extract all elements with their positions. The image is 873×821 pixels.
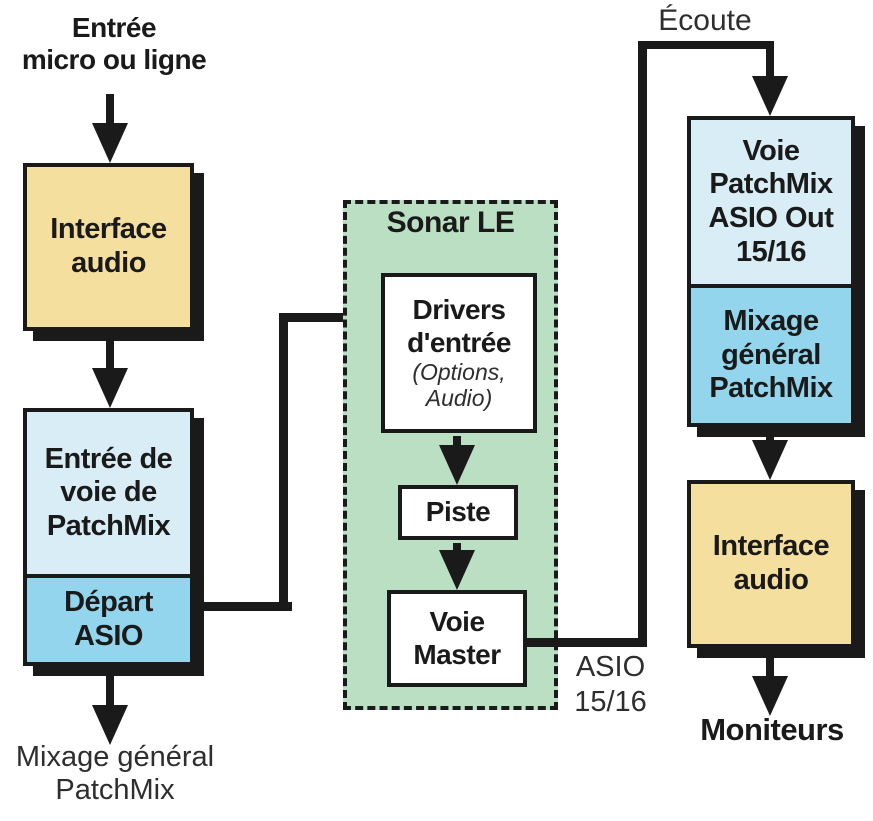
connector-ecoute-horizontal xyxy=(638,41,774,49)
arrow-stem xyxy=(106,336,114,372)
entree-voie-line1: Entrée de xyxy=(44,442,173,475)
arrow-head-down-icon xyxy=(92,368,128,408)
arrow-stem xyxy=(766,652,774,680)
arrow-interface-to-moniteurs xyxy=(752,652,788,716)
voie-out-line2: PatchMix xyxy=(709,168,833,201)
interface-audio-left-line1: Interface xyxy=(50,213,167,246)
connector-depart-into-sonar xyxy=(279,313,349,322)
drivers-note-line2: Audio) xyxy=(425,385,493,412)
arrow-depart-to-mixage xyxy=(92,672,128,745)
arrow-stem xyxy=(453,543,461,554)
interface-audio-left-line2: audio xyxy=(71,247,146,279)
arrow-head-down-icon xyxy=(752,440,788,480)
mixage-right-line2: général xyxy=(721,338,821,371)
input-source-line2: micro ou ligne xyxy=(21,43,207,75)
asio-line2: 15/16 xyxy=(574,686,647,719)
arrow-interface-to-entree xyxy=(92,336,128,408)
voie-master-line1: Voie xyxy=(429,606,485,638)
voie-master-line2: Master xyxy=(413,638,501,670)
arrow-piste-to-master xyxy=(439,543,475,590)
interface-audio-box-left: Interface audio xyxy=(23,163,194,331)
arrow-input-to-interface xyxy=(92,94,128,163)
patchmix-out-box: Voie PatchMix ASIO Out 15/16 Mixage géné… xyxy=(687,116,855,427)
depart-asio-section: Départ ASIO xyxy=(27,574,190,662)
mixage-general-patchmix-section: Mixage général PatchMix xyxy=(691,284,851,423)
arrow-mixage-to-interface xyxy=(752,430,788,480)
arrow-head-down-icon xyxy=(752,76,788,116)
drivers-line1: Drivers xyxy=(412,294,506,326)
mixage-general-output-label: Mixage général PatchMix xyxy=(0,741,230,807)
ecoute-label: Écoute xyxy=(658,4,752,37)
arrow-head-down-icon xyxy=(439,550,475,590)
connector-master-horizontal xyxy=(527,638,647,647)
arrow-stem xyxy=(766,430,774,444)
mixage-right-line1: Mixage xyxy=(723,305,819,338)
interface-audio-right-line2: audio xyxy=(733,564,809,596)
entree-voie-line3: PatchMix xyxy=(46,509,171,542)
piste-box: Piste xyxy=(398,485,518,540)
depart-asio-line1: Départ xyxy=(64,586,153,619)
moniteurs-label: Moniteurs xyxy=(700,712,844,747)
asio-1516-label: ASIO 15/16 xyxy=(558,650,663,721)
arrow-head-down-icon xyxy=(439,445,475,485)
arrow-stem xyxy=(106,672,114,709)
interface-audio-left-text: Interface audio xyxy=(27,167,190,327)
arrow-stem xyxy=(453,436,461,449)
interface-audio-right-line1: Interface xyxy=(712,530,830,563)
patchmix-channel-box: Entrée de voie de PatchMix Départ ASIO xyxy=(23,408,194,666)
voie-master-box: Voie Master xyxy=(387,590,527,687)
arrow-head-down-icon xyxy=(92,123,128,163)
mixage-right-line3: PatchMix xyxy=(709,372,833,405)
voie-out-line4: 15/16 xyxy=(735,235,807,268)
connector-depart-vertical xyxy=(279,313,288,611)
interface-audio-right-text: Interface audio xyxy=(691,484,851,644)
drivers-line2: d'entrée xyxy=(407,326,511,358)
connector-depart-horizontal xyxy=(192,602,292,611)
arrow-ecoute-to-voie-patchmix xyxy=(752,41,788,116)
entree-voie-line2: voie de xyxy=(60,476,157,509)
arrow-stem xyxy=(766,41,774,80)
piste-label: Piste xyxy=(425,496,491,528)
mixage-output-line1: Mixage général xyxy=(15,741,215,773)
arrow-head-down-icon xyxy=(752,676,788,716)
connector-ecoute-vertical xyxy=(638,41,647,647)
sonar-le-title: Sonar LE xyxy=(386,206,515,239)
drivers-note-line1: (Options, xyxy=(412,358,506,385)
entree-voie-patchmix-section: Entrée de voie de PatchMix xyxy=(27,412,190,574)
input-source-line1: Entrée xyxy=(71,12,157,43)
interface-audio-box-right: Interface audio xyxy=(687,480,855,648)
voie-out-line1: Voie xyxy=(742,134,800,167)
arrow-drivers-to-piste xyxy=(439,436,475,485)
input-source-label: Entrée micro ou ligne xyxy=(0,12,228,76)
asio-line1: ASIO xyxy=(575,651,646,683)
voie-out-line3: ASIO Out xyxy=(708,202,834,234)
mixage-output-line2: PatchMix xyxy=(55,774,175,807)
voie-patchmix-asio-out-section: Voie PatchMix ASIO Out 15/16 xyxy=(691,120,851,284)
arrow-stem xyxy=(106,94,114,127)
arrow-head-down-icon xyxy=(92,705,128,745)
depart-asio-line2: ASIO xyxy=(74,620,143,652)
drivers-entree-box: Drivers d'entrée (Options, Audio) xyxy=(381,273,537,433)
